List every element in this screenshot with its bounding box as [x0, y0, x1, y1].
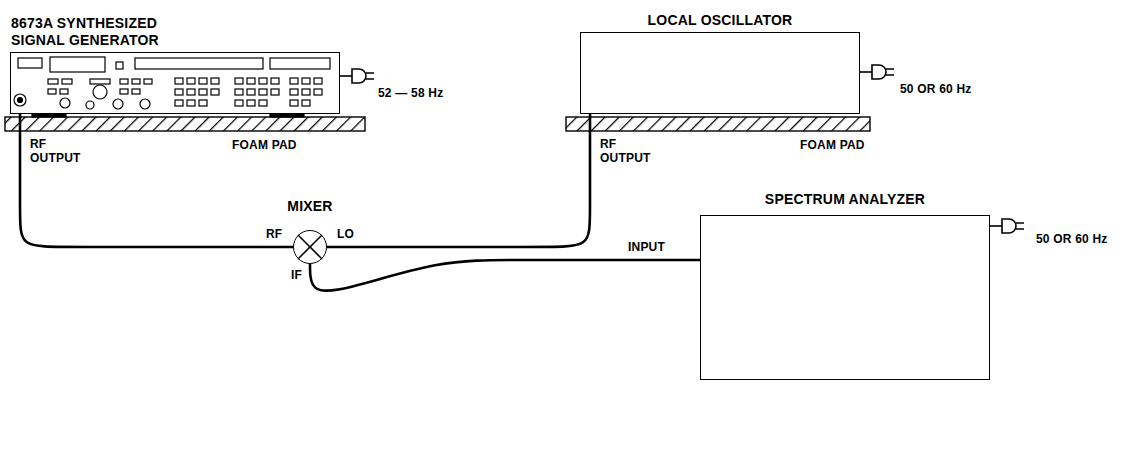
front-panel — [247, 89, 255, 95]
front-panel — [18, 58, 42, 68]
instrument-name: MIXER — [287, 198, 332, 215]
front-panel — [48, 89, 56, 94]
callout-label: RF — [266, 227, 282, 241]
front-panel — [93, 85, 107, 99]
front-panel — [120, 89, 128, 94]
callout-label: IF — [291, 268, 302, 282]
coax-cable — [20, 114, 293, 247]
coax-cable — [327, 114, 590, 247]
power-plug — [886, 69, 894, 75]
foam-pad — [566, 117, 870, 131]
front-panel — [199, 78, 207, 84]
front-panel — [60, 89, 68, 94]
front-panel — [175, 100, 183, 106]
front-panel — [235, 89, 243, 95]
power-plug — [990, 225, 1002, 227]
front-panel — [113, 99, 123, 109]
callout-label: 50 OR 60 Hz — [900, 82, 972, 96]
front-panel — [48, 79, 58, 84]
front-panel — [199, 100, 207, 106]
front-panel — [116, 62, 123, 69]
front-panel — [135, 58, 263, 69]
front-panel — [132, 89, 140, 94]
mixer-cross — [298, 235, 322, 259]
power-plug — [340, 75, 352, 77]
front-panel — [259, 78, 267, 84]
power-plug — [366, 73, 374, 79]
front-panel — [302, 78, 310, 84]
front-panel — [270, 114, 304, 117]
mixer-cross — [298, 235, 322, 259]
front-panel — [290, 100, 298, 106]
front-panel — [270, 58, 330, 69]
foam-pad — [5, 117, 365, 131]
front-panel — [290, 89, 298, 95]
front-panel — [120, 79, 128, 84]
callout-label: FOAM PAD — [232, 138, 297, 152]
front-panel — [290, 78, 298, 84]
front-panel — [259, 100, 267, 106]
callout-label: FOAM PAD — [800, 138, 865, 152]
callout-label: 50 OR 60 Hz — [1036, 232, 1108, 246]
front-panel — [144, 79, 152, 84]
mixer-symbol: MIXER — [293, 230, 327, 264]
front-panel — [271, 78, 279, 84]
front-panel — [302, 100, 310, 106]
front-panel — [259, 89, 267, 95]
front-panel — [90, 79, 110, 84]
power-plug — [352, 69, 366, 83]
front-panel — [132, 79, 140, 84]
front-panel — [247, 100, 255, 106]
front-panel — [50, 57, 105, 72]
callout-label: INPUT — [628, 240, 665, 254]
front-panel — [314, 89, 322, 95]
front-panel — [18, 98, 23, 103]
front-panel — [60, 98, 70, 108]
power-plug — [860, 71, 872, 73]
power-plug — [340, 65, 1024, 233]
mixer-cross — [298, 235, 322, 259]
front-panel — [32, 114, 66, 117]
power-plug — [872, 65, 886, 79]
callout-label: RF OUTPUT — [600, 137, 662, 165]
cable-layer — [20, 114, 700, 291]
callout-label: 52 — 58 Hz — [378, 86, 443, 100]
power-plug — [1002, 219, 1016, 233]
front-panel — [314, 78, 322, 84]
front-panel — [211, 78, 219, 84]
front-panel — [211, 89, 219, 95]
front-panel — [235, 78, 243, 84]
foam-pad — [5, 117, 870, 131]
front-panel — [187, 89, 195, 95]
front-panel — [14, 57, 330, 117]
front-panel — [302, 89, 310, 95]
front-panel — [187, 78, 195, 84]
front-panel — [86, 101, 94, 109]
generator-box: 8673A SYNTHESIZED SIGNAL GENERATOR — [10, 52, 340, 114]
callout-label: RF OUTPUT — [30, 137, 92, 165]
front-panel — [175, 89, 183, 95]
instrument-name: 8673A SYNTHESIZED SIGNAL GENERATOR — [11, 15, 186, 49]
front-panel — [235, 100, 243, 106]
instrument-name: LOCAL OSCILLATOR — [648, 12, 793, 29]
coax-cable — [310, 260, 700, 291]
instrument-name: SPECTRUM ANALYZER — [765, 191, 925, 208]
front-panel — [140, 99, 150, 109]
front-panel — [14, 94, 26, 106]
front-panel — [271, 89, 279, 95]
power-plug — [1016, 223, 1024, 229]
callout-label: LO — [337, 227, 354, 241]
oscillator-box: LOCAL OSCILLATOR — [580, 32, 860, 114]
analyzer-box: SPECTRUM ANALYZER — [700, 215, 990, 380]
front-panel — [62, 79, 72, 84]
front-panel — [199, 89, 207, 95]
front-panel — [247, 78, 255, 84]
front-panel — [187, 100, 195, 106]
front-panel — [175, 78, 183, 84]
